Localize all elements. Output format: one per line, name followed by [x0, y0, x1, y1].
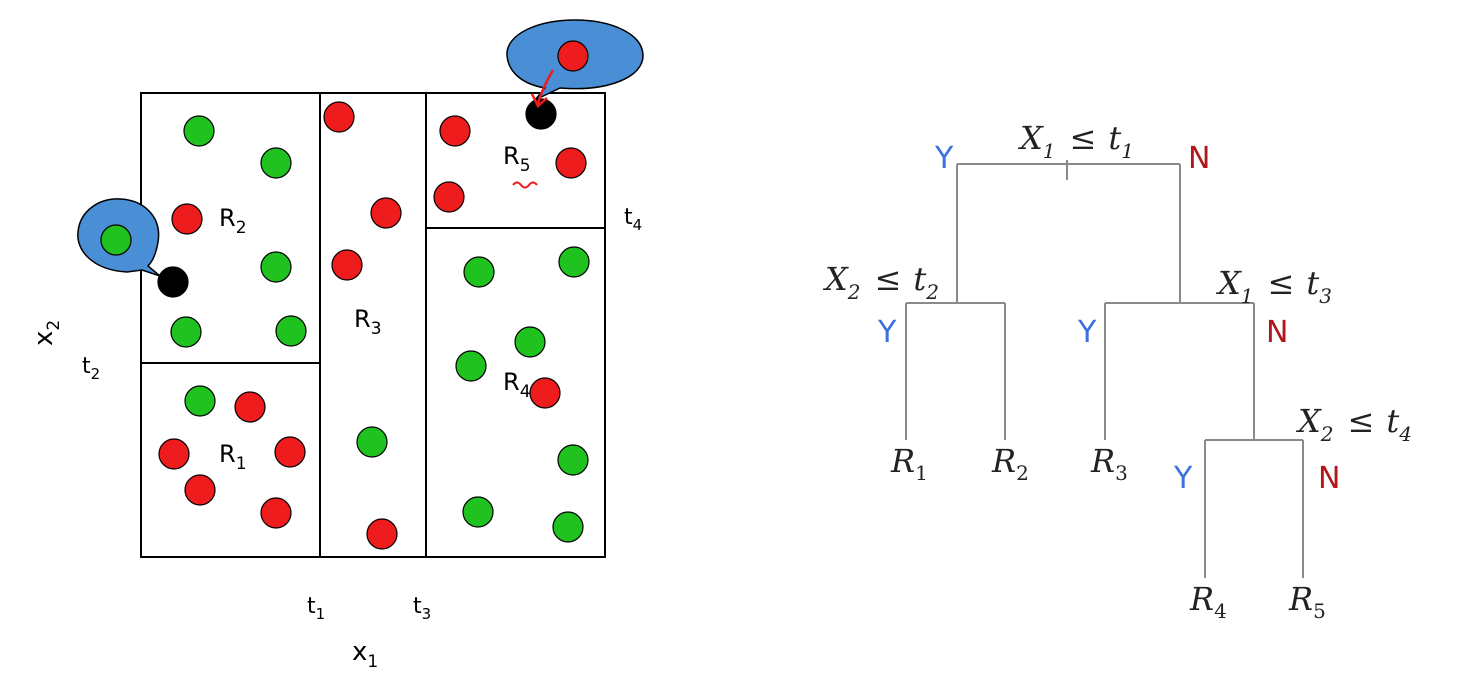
region-label-r3: R3 — [354, 305, 382, 339]
red-point — [158, 438, 190, 470]
split-condition-x2-t4: X2≤t4 — [1295, 402, 1412, 446]
red-point — [184, 474, 216, 506]
split-condition-x2-t2: X2≤t2 — [822, 260, 939, 304]
green-point — [552, 511, 584, 543]
red-point — [234, 391, 266, 423]
green-point — [455, 350, 487, 382]
green-point — [260, 147, 292, 179]
partition-plot: R2 R1 R3 R4 R5 t1 t3 t2 t4 x1 x2 — [29, 19, 644, 672]
yes-label-root: Y — [934, 141, 954, 176]
green-point — [260, 251, 292, 283]
leaf-r3: R3 — [1090, 442, 1128, 485]
red-point — [557, 40, 589, 72]
red-point — [171, 203, 203, 235]
axis-label-x1: x1 — [352, 637, 378, 672]
region-label-r5: R5 — [503, 142, 531, 176]
green-point — [462, 496, 494, 528]
region-label-r4: R4 — [503, 368, 531, 402]
red-point — [323, 101, 355, 133]
region-label-r2: R2 — [219, 204, 247, 238]
region-label-r1: R1 — [219, 440, 247, 474]
yes-label-x2-t2: Y — [877, 315, 897, 350]
red-point — [555, 147, 587, 179]
red-point — [260, 497, 292, 529]
split-condition-x1-t3: X1≤t3 — [1215, 264, 1332, 308]
red-point — [274, 436, 306, 468]
annotation-arrowhead — [530, 93, 548, 109]
leaf-r4: R4 — [1189, 580, 1227, 623]
no-label-x1-t3: N — [1266, 315, 1288, 350]
leaf-r2: R2 — [991, 442, 1029, 485]
no-label-x2-t4: N — [1318, 461, 1340, 496]
feature-space-box — [140, 92, 606, 558]
yes-label-x1-t3: Y — [1077, 315, 1097, 350]
query-point — [525, 98, 557, 130]
annotation-arrow — [536, 69, 555, 105]
green-point — [558, 246, 590, 278]
green-point — [557, 444, 589, 476]
red-point — [331, 249, 363, 281]
threshold-label-t2: t2 — [82, 354, 100, 383]
green-point — [275, 315, 307, 347]
green-point — [463, 256, 495, 288]
green-point — [183, 115, 215, 147]
green-point — [514, 326, 546, 358]
threshold-label-t1: t1 — [307, 594, 325, 623]
green-point — [100, 224, 132, 256]
red-point — [529, 377, 561, 409]
leaf-r1: R1 — [890, 442, 928, 485]
leaf-r5: R5 — [1288, 580, 1326, 623]
threshold-label-t3: t3 — [413, 594, 431, 623]
yes-label-x2-t4: Y — [1173, 461, 1193, 496]
red-point — [439, 115, 471, 147]
decision-tree — [905, 160, 1304, 578]
green-point — [170, 316, 202, 348]
red-point — [433, 181, 465, 213]
green-point — [184, 385, 216, 417]
data-points — [100, 40, 590, 550]
query-point — [157, 266, 189, 298]
split-condition-root: X1≤t1 — [1017, 119, 1134, 163]
annotation-underline — [512, 181, 538, 189]
red-point — [370, 197, 402, 229]
threshold-label-t4: t4 — [624, 205, 642, 234]
green-point — [356, 426, 388, 458]
red-point — [366, 518, 398, 550]
no-label-root: N — [1188, 141, 1210, 176]
axis-label-x2: x2 — [29, 320, 64, 346]
